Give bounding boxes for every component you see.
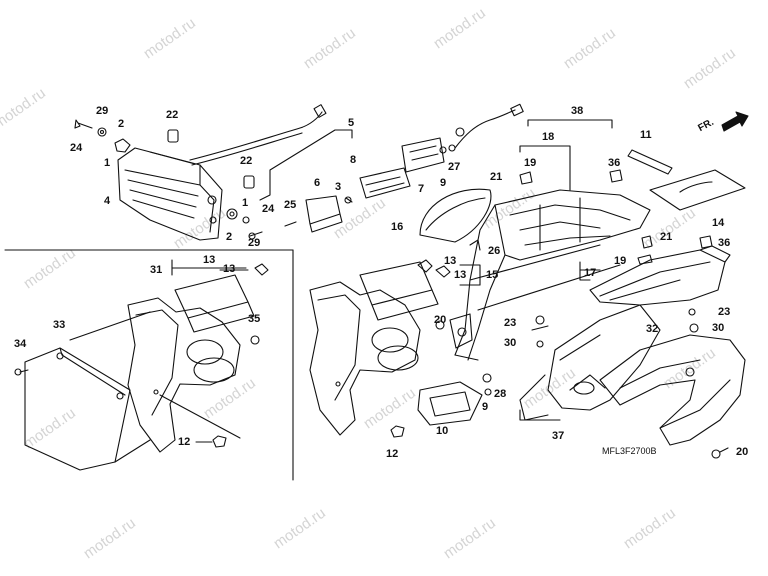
bracket-13-15 <box>171 259 481 286</box>
plate-leader-lines <box>14 263 405 463</box>
callout-1: 1 <box>242 197 249 209</box>
drawing-code: MFL3F2700B <box>602 446 657 456</box>
front-direction-arrow <box>721 111 749 132</box>
callout-12: 12 <box>386 448 399 460</box>
subassembly-boundary <box>4 249 294 481</box>
callout-20: 20 <box>736 446 749 458</box>
callout-17: 17 <box>584 267 597 279</box>
callout-15: 15 <box>486 269 499 281</box>
callout-10: 10 <box>436 425 449 437</box>
callout-38: 38 <box>571 105 584 117</box>
callout-2: 2 <box>226 231 233 243</box>
callout-17-bracket <box>579 261 591 281</box>
callout-31: 31 <box>150 264 163 276</box>
callout-18: 18 <box>542 131 555 143</box>
callout-16: 16 <box>391 221 404 233</box>
sticker <box>649 169 746 211</box>
callout-9: 9 <box>482 401 489 413</box>
callout-8: 8 <box>350 154 357 166</box>
callout-25: 25 <box>284 199 297 211</box>
callout-3: 3 <box>335 181 342 193</box>
callout-1: 1 <box>104 157 111 169</box>
lamp-fasteners <box>74 119 297 240</box>
callout-37: 37 <box>552 430 565 442</box>
callout-19: 19 <box>614 255 627 267</box>
callout-2: 2 <box>118 118 125 130</box>
callout-7: 7 <box>418 183 425 195</box>
callout-38-bracket <box>519 119 613 191</box>
callout-29: 29 <box>248 237 261 249</box>
callout-13: 13 <box>203 254 216 266</box>
tail-lamp-assembly <box>117 147 223 241</box>
right-fasteners <box>435 169 729 459</box>
reflector <box>417 381 483 426</box>
callout-27: 27 <box>448 161 461 173</box>
lamp-wire-harness <box>189 104 327 166</box>
callout-5: 5 <box>348 117 355 129</box>
callout-36: 36 <box>608 157 621 169</box>
callout-6: 6 <box>314 177 321 189</box>
callout-30: 30 <box>504 337 517 349</box>
callout-35: 35 <box>248 313 261 325</box>
callout-23: 23 <box>504 317 517 329</box>
mudguard-stay-middle <box>309 261 439 436</box>
callout-19: 19 <box>524 157 537 169</box>
callout-28: 28 <box>494 388 507 400</box>
callout-22: 22 <box>240 155 253 167</box>
callout-4: 4 <box>104 195 111 207</box>
callout-11: 11 <box>640 129 652 141</box>
callout-20: 20 <box>434 314 447 326</box>
gasket <box>627 149 673 175</box>
callout-13: 13 <box>444 255 457 267</box>
mudguard-stay-left <box>127 274 255 453</box>
seat-cowl-cover <box>419 188 492 243</box>
callout-21: 21 <box>490 171 503 183</box>
license-wire <box>439 103 524 154</box>
license-plate-holder <box>24 347 131 471</box>
callout-14: 14 <box>712 217 725 229</box>
under-cowl <box>589 245 731 306</box>
callout-23: 23 <box>718 306 731 318</box>
lower-cover <box>519 304 661 421</box>
callout-36: 36 <box>718 237 731 249</box>
callout-22: 22 <box>166 109 179 121</box>
callout-29: 29 <box>96 105 109 117</box>
license-light <box>305 137 445 233</box>
callout-24: 24 <box>70 142 83 154</box>
callout-30: 30 <box>712 322 725 334</box>
callout-33: 33 <box>53 319 66 331</box>
callout-26: 26 <box>488 245 501 257</box>
rear-fender <box>449 189 651 361</box>
callout-21: 21 <box>660 231 673 243</box>
callout-37-bracket <box>519 409 561 421</box>
callout-13: 13 <box>223 263 236 275</box>
callout-12: 12 <box>178 436 191 448</box>
callout-32: 32 <box>646 323 659 335</box>
callout-9: 9 <box>440 177 447 189</box>
callout-5-bracket <box>259 129 353 201</box>
callout-13: 13 <box>454 269 467 281</box>
callout-34: 34 <box>14 338 27 350</box>
side-cover <box>599 334 746 446</box>
callout-24: 24 <box>262 203 275 215</box>
